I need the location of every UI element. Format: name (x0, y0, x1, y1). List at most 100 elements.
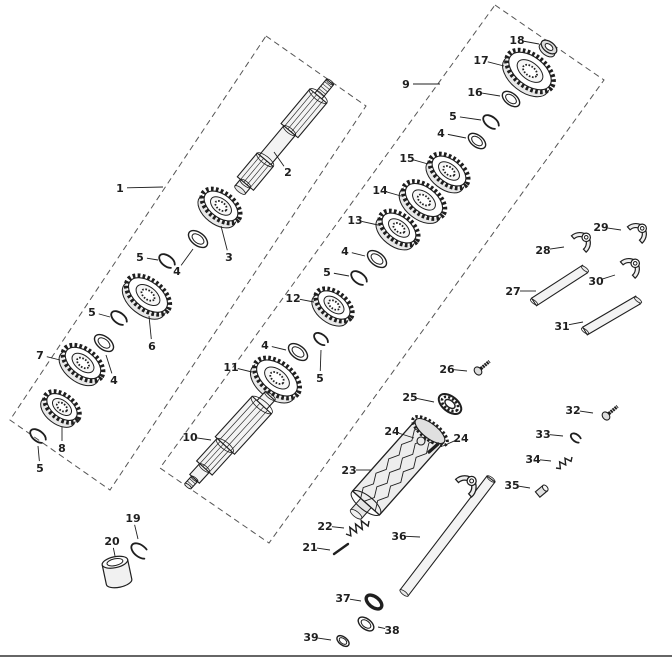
part-washer-4e (287, 342, 309, 362)
callout-leader-line (351, 252, 366, 257)
callout-13-19: 13 (347, 214, 379, 227)
callout-leader-line (134, 524, 139, 540)
part-output-shaft (184, 390, 276, 490)
callout-30-39: 30 (588, 274, 616, 288)
part-bolt-32 (601, 405, 619, 421)
callout-21-29: 21 (302, 541, 331, 554)
callout-leader-line (487, 61, 505, 67)
callout-7-8: 7 (36, 349, 61, 362)
part-clip-33 (569, 432, 583, 444)
callout-24-33: 24 (442, 432, 469, 447)
callout-leader-line (146, 257, 159, 261)
part-number-label: 5 (88, 306, 96, 319)
callout-14-18: 14 (372, 184, 402, 197)
callout-leader-line (523, 40, 540, 45)
part-input-shaft (234, 78, 335, 195)
callout-32-41: 32 (565, 404, 594, 417)
part-number-label: 16 (467, 86, 483, 99)
part-guide-fork-36 (454, 475, 477, 498)
part-number-label: 38 (384, 624, 399, 637)
part-number-label: 14 (372, 184, 388, 197)
part-circlip-5d (482, 114, 500, 130)
callout-leader-line (105, 354, 113, 374)
callout-leader-line (299, 298, 315, 303)
callout-leader-line (518, 485, 531, 489)
part-spring-34 (555, 456, 573, 470)
callout-leader-line (148, 315, 152, 340)
callout-25-34: 25 (402, 391, 435, 404)
callout-2-1: 2 (273, 151, 292, 179)
part-washer-39 (336, 634, 350, 648)
callout-16-14: 16 (467, 86, 501, 99)
callout-38-47: 38 (377, 624, 400, 637)
part-gear-12 (311, 286, 355, 327)
callout-5-15: 5 (449, 110, 482, 123)
callout-leader-line (398, 432, 415, 439)
part-fork-guide-rod-36 (399, 475, 496, 597)
part-number-label: 25 (402, 391, 417, 404)
part-number-label: 33 (535, 428, 550, 441)
callout-leader-line (413, 159, 429, 165)
part-number-label: 34 (525, 453, 541, 466)
part-number-label: 5 (316, 372, 324, 385)
part-number-label: 29 (593, 221, 608, 234)
part-washer-4b (93, 333, 115, 353)
part-bolt-26 (473, 360, 491, 376)
part-number-label: 4 (110, 374, 118, 387)
part-number-label: 36 (391, 530, 407, 543)
part-number-label: 18 (509, 34, 524, 47)
part-gear-15 (425, 151, 471, 194)
part-shift-fork-30 (619, 258, 641, 280)
callout-leader-line (607, 227, 622, 231)
part-number-label: 24 (384, 425, 400, 438)
callout-leader-line (220, 225, 228, 251)
callout-leader-line (126, 186, 164, 189)
callout-31-40: 31 (554, 320, 584, 333)
part-gear-11 (250, 355, 302, 404)
part-number-label: 4 (173, 265, 181, 278)
part-circlip-5a (158, 253, 176, 269)
callout-10-26: 10 (182, 431, 212, 444)
part-number-label: 5 (449, 110, 457, 123)
callout-17-12: 17 (473, 54, 505, 67)
part-fork-shaft-31 (580, 295, 643, 336)
callout-leader-line (386, 191, 402, 197)
callout-37-46: 37 (335, 592, 362, 605)
part-number-label: 9 (402, 78, 410, 91)
part-gear-3 (197, 186, 243, 229)
callout-leader-line (349, 598, 362, 602)
part-spring-22 (345, 519, 370, 537)
part-number-label: 2 (284, 166, 292, 179)
callout-6-5: 6 (148, 315, 156, 353)
part-detent-plug-35 (534, 484, 549, 498)
part-number-label: 13 (347, 214, 362, 227)
callout-36-45: 36 (391, 530, 421, 543)
callout-26-35: 26 (439, 363, 468, 376)
callout-20-28: 20 (104, 535, 120, 557)
callout-leader-line (98, 313, 111, 318)
callout-leader-line (196, 437, 212, 441)
part-number-label: 8 (58, 442, 66, 455)
part-number-label: 23 (341, 464, 356, 477)
part-number-label: 39 (303, 631, 318, 644)
part-number-label: 5 (36, 462, 44, 475)
callout-leader-line (579, 410, 594, 414)
callout-leader-line (416, 397, 435, 403)
callout-leader-line (180, 248, 194, 266)
callout-5-6: 5 (88, 306, 111, 319)
callout-leader-line (46, 356, 61, 361)
part-number-label: 21 (302, 541, 317, 554)
parts-layer (29, 39, 648, 648)
callout-leader-line (271, 346, 287, 351)
callout-22-30: 22 (317, 520, 345, 533)
part-gear-8 (40, 389, 82, 428)
part-number-label: 10 (182, 431, 198, 444)
callout-5-3: 5 (136, 251, 159, 264)
callout-35-44: 35 (504, 479, 531, 492)
part-number-label: 32 (565, 404, 580, 417)
callout-39-48: 39 (303, 631, 332, 644)
part-washer-4c (467, 132, 487, 150)
part-gear-17 (502, 47, 556, 98)
part-washer-16 (501, 90, 521, 108)
